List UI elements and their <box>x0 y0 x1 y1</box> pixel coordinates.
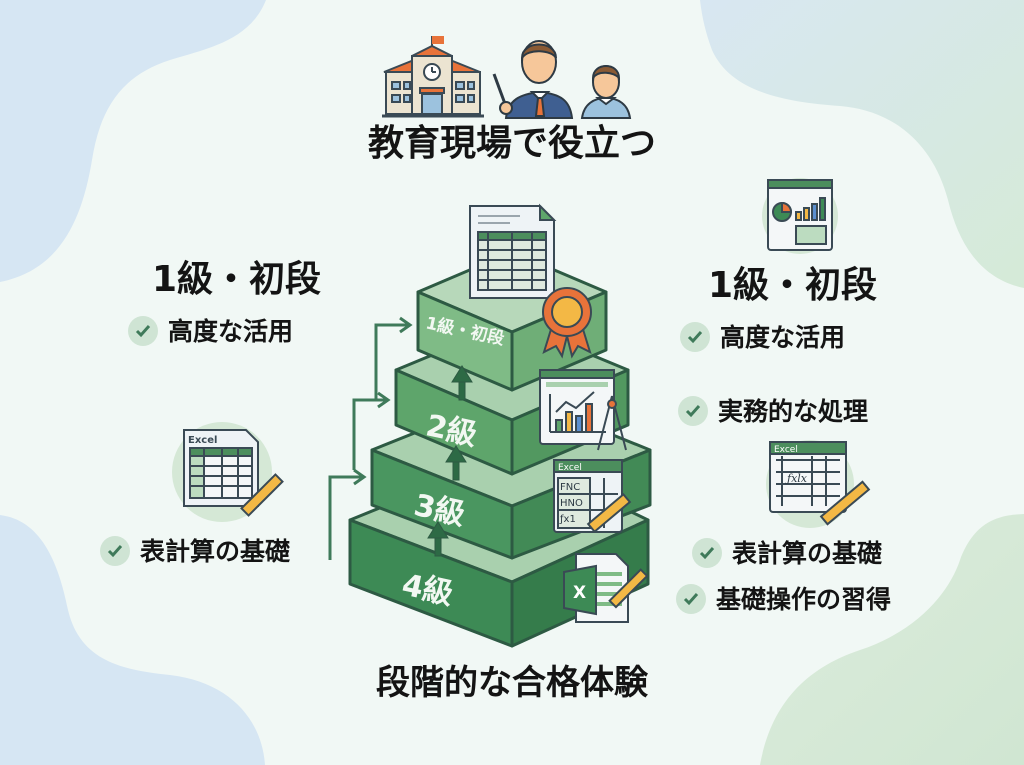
right-item-advanced: 高度な活用 <box>680 322 845 352</box>
check-icon <box>692 538 722 568</box>
tier3-cell-2: HNO <box>560 498 583 509</box>
teacher-icon <box>492 40 574 119</box>
left-heading: 1級・初段 <box>152 259 322 300</box>
check-icon <box>676 584 706 614</box>
right-chart-dashboard-icon <box>762 178 838 254</box>
tier3-cell-3: ƒx1 <box>559 514 576 525</box>
right-item-label: 表計算の基礎 <box>732 538 883 568</box>
right-formula-text: ƒxlx <box>784 472 808 485</box>
excel-x-badge: X <box>573 583 586 603</box>
header-title: 教育現場で役立つ <box>367 123 656 164</box>
up-arrow-icons <box>427 365 473 557</box>
check-icon <box>100 536 130 566</box>
school-building-icon <box>382 36 484 118</box>
right-item-practical: 実務的な処理 <box>678 396 868 426</box>
right-item-basics: 表計算の基礎 <box>692 538 882 568</box>
check-icon <box>678 396 708 426</box>
award-ribbon-icon <box>542 287 592 359</box>
left-item-label: 表計算の基礎 <box>140 536 291 566</box>
blob-bottom-right <box>760 514 1024 765</box>
tier3-cell-1: FNC <box>560 482 580 493</box>
spreadsheet-certificate-icon <box>469 203 557 299</box>
left-item-basics: 表計算の基礎 <box>100 536 290 566</box>
student-icon <box>580 65 632 119</box>
check-icon <box>128 316 158 346</box>
right-item-label: 実務的な処理 <box>718 396 869 426</box>
left-sheet-title: Excel <box>188 435 217 446</box>
right-item-label: 基礎操作の習得 <box>716 584 892 614</box>
right-heading: 1級・初段 <box>708 265 878 306</box>
check-icon <box>680 322 710 352</box>
footer-title: 段階的な合格体験 <box>376 663 648 703</box>
left-item-label: 高度な活用 <box>168 316 294 346</box>
left-item-advanced: 高度な活用 <box>128 316 293 346</box>
right-item-operations: 基礎操作の習得 <box>676 584 891 614</box>
step-arrows-icon <box>328 316 413 560</box>
right-sheet-title: Excel <box>774 445 798 455</box>
tier3-sheet-title: Excel <box>558 463 582 473</box>
excel-function-sheet-icon <box>553 459 632 534</box>
left-excel-pencil-icon <box>172 422 284 522</box>
excel-file-pencil-icon <box>563 553 649 623</box>
chart-compass-icon <box>539 369 627 451</box>
blob-top-right <box>700 0 1024 288</box>
right-item-label: 高度な活用 <box>720 322 846 352</box>
blob-bottom-left <box>0 515 265 765</box>
right-excel-formula-icon <box>766 440 871 528</box>
blob-top-left <box>0 0 266 282</box>
